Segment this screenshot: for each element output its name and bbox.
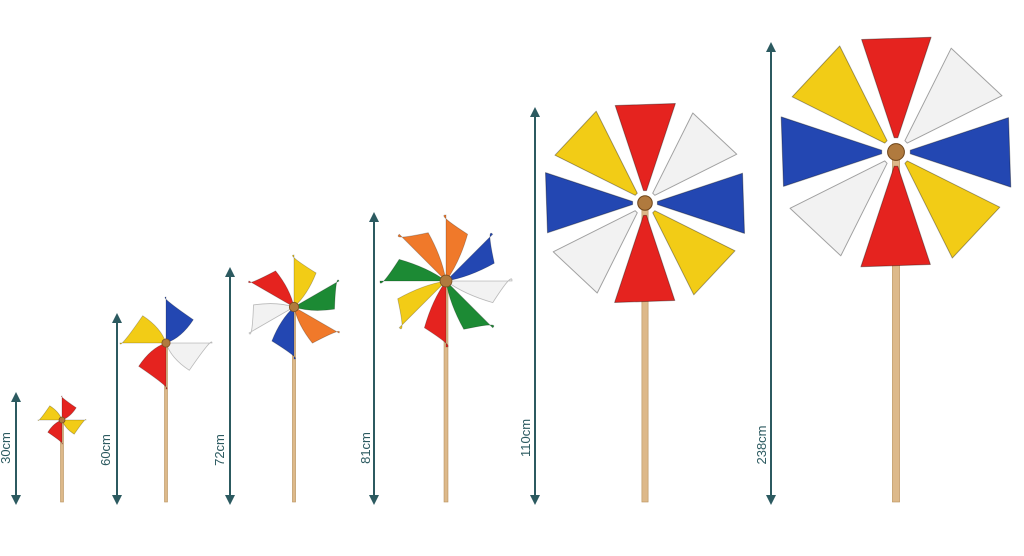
- pinwheel-blade: [271, 306, 296, 360]
- pinwheel-blade: [293, 279, 340, 311]
- pinwheel-blade: [248, 270, 295, 308]
- pinwheel-1: [37, 395, 87, 445]
- windmill-blade: [554, 110, 638, 196]
- size-label: 110cm: [518, 418, 533, 458]
- pinwheel-blade: [61, 395, 77, 421]
- pinwheel-2: [119, 296, 213, 390]
- windmill-blade: [909, 117, 1012, 188]
- pinwheel-blade: [61, 419, 87, 435]
- windmill-blade: [789, 160, 888, 257]
- pinwheel-blade: [379, 258, 448, 284]
- pinwheel-blade: [37, 405, 63, 421]
- pinwheel-hub: [439, 274, 453, 288]
- size-label: 30cm: [0, 432, 13, 464]
- size-label: 72cm: [212, 434, 227, 466]
- pinwheel-blade: [423, 279, 449, 348]
- pinwheel-6: [780, 36, 1012, 268]
- windmill-blade: [780, 116, 883, 187]
- windmill-hub: [637, 195, 653, 211]
- pinwheel-blade: [248, 303, 295, 335]
- windmill-blade: [552, 210, 638, 294]
- windmill-blade: [791, 45, 888, 144]
- size-label: 238cm: [754, 425, 769, 465]
- pinwheel-blade: [443, 214, 469, 283]
- size-label: 60cm: [98, 434, 113, 466]
- windmill-hub: [887, 143, 905, 161]
- pinwheel-5: [545, 103, 745, 303]
- size-label: 81cm: [358, 432, 373, 464]
- windmill-blade: [652, 112, 738, 196]
- pinwheel-hub: [161, 338, 171, 348]
- windmill-blade: [904, 47, 1003, 144]
- pinwheel-blade: [47, 419, 63, 445]
- pinwheel-4: [379, 214, 513, 348]
- pinwheel-blade: [444, 232, 495, 282]
- windmill-blade: [656, 172, 745, 234]
- pinwheel-3: [248, 254, 340, 360]
- pinwheel-blade: [292, 254, 317, 308]
- windmill-blade: [652, 210, 736, 296]
- pinwheel-blade: [119, 315, 167, 345]
- pinwheel-hub: [288, 301, 300, 313]
- windmill-blade: [614, 214, 676, 303]
- windmill-blade: [545, 172, 634, 234]
- pinwheel-blade: [444, 278, 513, 304]
- pinwheel-blade: [293, 306, 340, 344]
- pinwheel-blade: [397, 280, 448, 330]
- pinwheel-blade: [397, 232, 447, 283]
- windmill-blade: [861, 36, 932, 139]
- windmill-blade: [904, 160, 1001, 259]
- pinwheel-hub: [58, 416, 66, 424]
- windmill-blade: [614, 103, 676, 192]
- pinwheel-blade: [164, 296, 194, 344]
- windmill-blade: [860, 165, 931, 268]
- pinwheel-blade: [138, 342, 168, 390]
- pinwheel-blade: [445, 279, 495, 330]
- pinwheel-blade: [165, 341, 213, 371]
